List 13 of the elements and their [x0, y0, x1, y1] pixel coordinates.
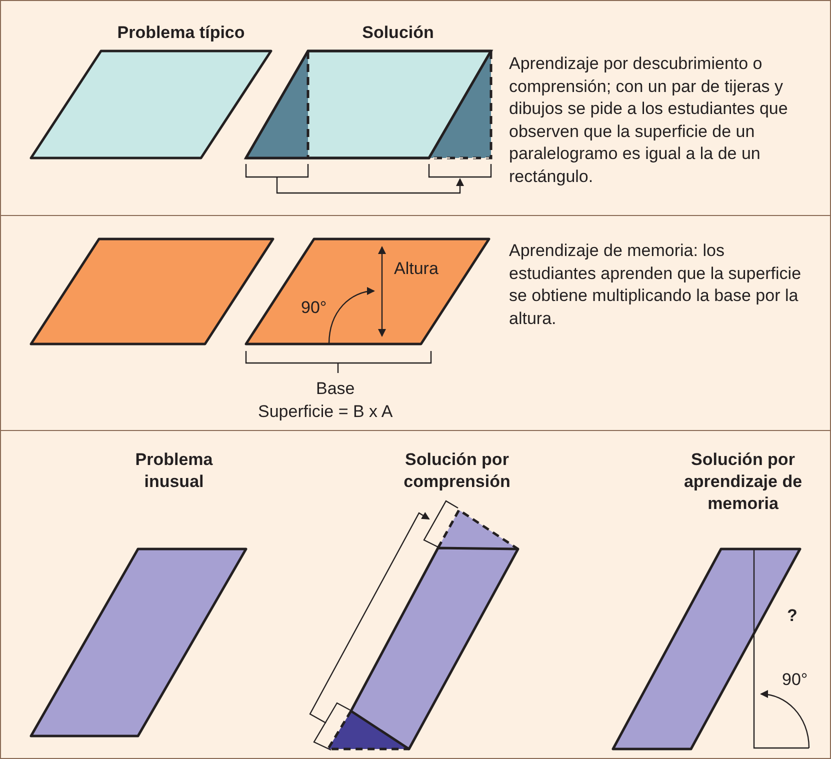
heading: Problema típico	[116, 22, 246, 44]
formula-text: Superficie = B x A	[258, 402, 393, 422]
heading: Solución por aprendizaje de memoria	[682, 449, 804, 515]
question-mark: ?	[787, 606, 798, 626]
description-text: Aprendizaje de memoria: los estudiantes aprenden que la superficie se obtiene multiplicando la base por la altura.	[509, 240, 802, 330]
heading: Solución	[361, 22, 435, 44]
heading: Solución por comprensión	[402, 449, 512, 493]
angle-label: 90°	[301, 298, 327, 318]
angle-label: 90°	[782, 670, 808, 690]
base-label: Base	[316, 379, 355, 399]
description-text: Aprendizaje por descubrimiento o comprensión; con un par de tijeras y dibujos se pide a los estudiantes que observen que la superficie de un paralelogramo es igual a la de un rectángulo.	[509, 53, 789, 188]
height-label: Altura	[394, 259, 438, 279]
heading: Problema inusual	[134, 449, 214, 493]
